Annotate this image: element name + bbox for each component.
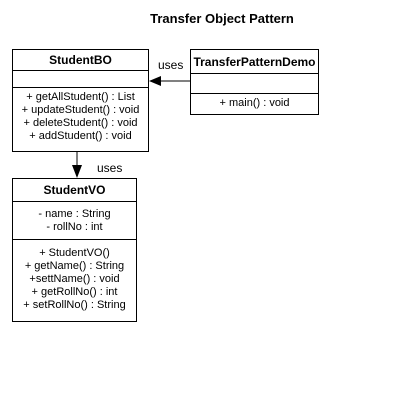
method: + main() : void bbox=[219, 97, 290, 109]
attribute: - rollNo : int bbox=[46, 221, 103, 233]
method: +settName() : void bbox=[29, 273, 120, 285]
attributes-section bbox=[13, 71, 148, 88]
methods-section: + main() : void bbox=[191, 94, 318, 110]
method: + StudentVO() bbox=[39, 247, 110, 259]
methods-section: + StudentVO() + getName() : String +sett… bbox=[13, 240, 136, 312]
method: + getRollNo() : int bbox=[31, 286, 118, 298]
methods-section: + getAllStudent() : List + updateStudent… bbox=[13, 88, 148, 143]
class-student-bo: StudentBO + getAllStudent() : List + upd… bbox=[12, 49, 149, 152]
class-student-vo: StudentVO - name : String - rollNo : int… bbox=[12, 178, 137, 322]
attributes-section bbox=[191, 74, 318, 94]
method: + updateStudent() : void bbox=[21, 104, 140, 116]
method: + addStudent() : void bbox=[29, 130, 132, 142]
relation-label-uses: uses bbox=[158, 58, 184, 72]
class-transfer-pattern-demo: TransferPatternDemo + main() : void bbox=[190, 49, 319, 115]
class-name: StudentVO bbox=[13, 179, 136, 202]
class-name: StudentBO bbox=[13, 50, 148, 71]
arrowhead-icon bbox=[149, 76, 161, 86]
attribute: - name : String bbox=[38, 208, 111, 220]
method: + getName() : String bbox=[24, 260, 125, 272]
diagram-title: Transfer Object Pattern bbox=[150, 11, 294, 26]
method: + setRollNo() : String bbox=[23, 299, 126, 311]
method: + getAllStudent() : List bbox=[26, 91, 135, 103]
relation-label-uses: uses bbox=[97, 161, 123, 175]
attributes-section: - name : String - rollNo : int bbox=[13, 202, 136, 240]
class-name: TransferPatternDemo bbox=[191, 50, 318, 74]
method: + deleteStudent() : void bbox=[23, 117, 138, 129]
arrowhead-icon bbox=[72, 165, 82, 178]
